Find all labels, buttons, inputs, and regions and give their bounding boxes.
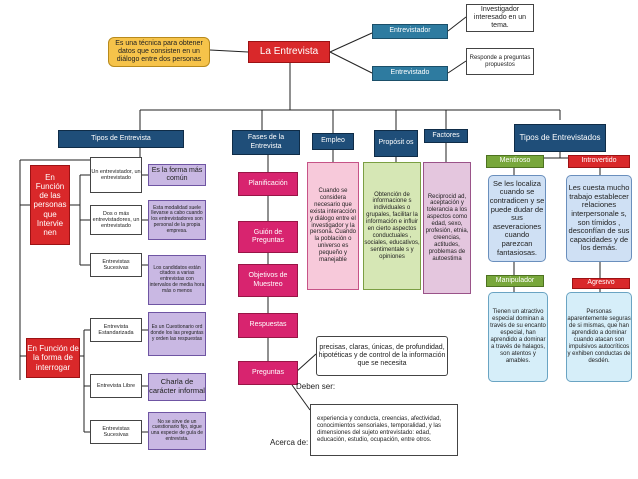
mentiroso-node: Mentiroso — [486, 155, 544, 168]
definition-box: Es una técnica para obtener datos que co… — [108, 37, 210, 67]
factores-header: Factores — [424, 129, 468, 143]
introvertido-desc: Les cuesta mucho trabajo establecer rela… — [566, 175, 632, 262]
estandarizada-desc-box: Es un Cuestionario ord donde los las pre… — [148, 312, 206, 356]
deben-ser-box: precisas, claras, únicas, de profundidad… — [316, 336, 448, 376]
fases-header: Fases de la Entrevista — [232, 130, 300, 155]
acerca-box: experiencia y conducta, creencias, afect… — [310, 404, 458, 456]
libre-box: Entrevista Libre — [90, 374, 142, 398]
un-entrevistador-box: Un entrevistador, un entrevistado — [90, 157, 142, 193]
modalidad-box: Esta modalidad suele llevarse a cabo cua… — [148, 200, 206, 240]
mas-comun-box: Es la forma más común — [148, 164, 206, 186]
fase-planificacion: Planificación — [238, 172, 298, 196]
deben-ser-label: Deben ser: — [296, 382, 336, 391]
fase-objetivos: Objetivos de Muestreo — [238, 264, 298, 297]
proposito-header: Propósit os — [374, 130, 418, 157]
funcion-interrogar-node: En Función de la forma de interrogar — [26, 338, 80, 378]
manipulador-node: Manipulador — [486, 275, 544, 287]
mentiroso-desc: Se les localiza cuando se contradicen y … — [488, 175, 546, 262]
entrevistado-node: Entrevistado — [372, 66, 448, 81]
sucesivas-box: Entrevistas Sucesivas — [90, 253, 142, 277]
tipos-entrevistados-header: Tipos de Entrevistados — [514, 124, 606, 152]
fase-preguntas: Preguntas — [238, 361, 298, 385]
proposito-desc: Obtención de informacione s individuales… — [363, 162, 421, 290]
dos-o-mas-box: Dos o más entrevistadores, un entrevista… — [90, 205, 142, 235]
agresivo-desc: Personas aparentemente seguras de si mis… — [566, 292, 632, 382]
sucesivas-desc-box: Los candidatos están citados a varias en… — [148, 255, 206, 305]
factores-desc: Reciprocid ad, aceptación y tolerancia a… — [423, 162, 471, 294]
acerca-label: Acerca de: — [270, 438, 309, 447]
empleo-header: Empleo — [312, 133, 354, 150]
fase-guion: Guión de Preguntas — [238, 221, 298, 253]
tipos-entrevista-header: Tipos de Entrevista — [58, 130, 184, 148]
agresivo-node: Agresivo — [572, 278, 630, 289]
entrevistador-desc: Investigador interesado en un tema. — [466, 4, 534, 32]
center-node: La Entrevista — [248, 41, 330, 63]
funcion-personas-node: En Función de las personas que Intervie … — [30, 165, 70, 245]
manipulador-desc: Tienen un atractivo especial dominan a t… — [488, 292, 548, 382]
introvertido-node: Introvertido — [568, 155, 630, 168]
sucesivas2-box: Entrevistas Sucesivas — [90, 420, 142, 444]
sucesivas2-desc-box: No se sirve de un cuestionario fijo, sig… — [148, 412, 206, 450]
empleo-desc: Cuando se considera necesario que exista… — [307, 162, 359, 290]
fase-respuestas: Respuestas — [238, 313, 298, 338]
estandarizada-box: Entrevista Estandarizada — [90, 318, 142, 342]
entrevistado-desc: Responde a preguntas propuestos — [466, 48, 534, 75]
entrevistador-node: Entrevistador — [372, 24, 448, 39]
libre-desc-box: Charla de carácter informal — [148, 373, 206, 401]
